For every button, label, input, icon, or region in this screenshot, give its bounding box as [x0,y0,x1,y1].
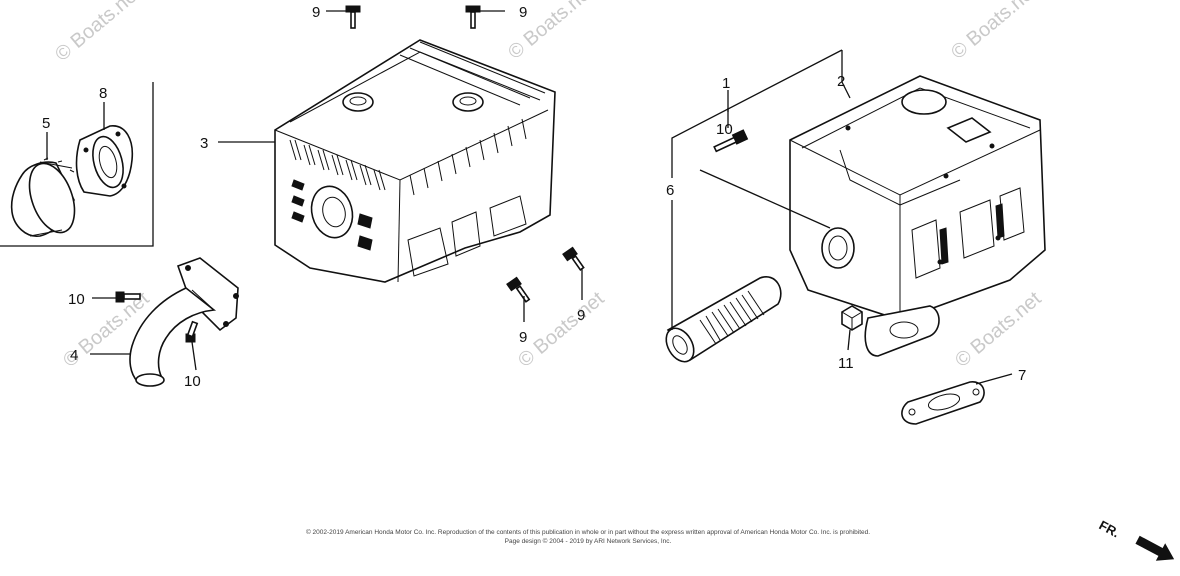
callout-8: 8 [99,85,107,102]
copyright-line-1: © 2002-2019 American Honda Motor Co. Inc… [306,528,870,536]
watermark: © Boats.net [51,0,146,66]
bolt-9-mid-right[interactable] [562,246,585,271]
callout-9-mid-left: 9 [519,329,527,346]
inset-bracket [0,82,154,247]
part-8-flange[interactable] [75,125,134,197]
front-direction-indicator: FR. [1097,517,1175,561]
callout-10-left: 10 [68,291,85,308]
part-3-protector[interactable] [274,39,556,283]
callout-9-top-right: 9 [519,4,527,21]
callout-2: 2 [837,73,845,90]
callout-6: 6 [666,182,674,199]
bolt-10-pipe[interactable] [185,320,199,343]
watermark: © Boats.net [947,0,1042,64]
part-11-nut[interactable] [841,305,863,331]
bolt-9-mid-left[interactable] [506,276,531,303]
bolt-9-top-right[interactable] [465,5,481,29]
callout-10-muffler: 10 [716,121,733,138]
front-arrow-icon [1135,535,1175,561]
callout-5: 5 [42,115,50,132]
callout-7: 7 [1018,367,1026,384]
callout-11: 11 [838,355,854,372]
callout-10-pipe: 10 [184,373,201,390]
copyright-line-2: Page design © 2004 - 2019 by ARI Network… [505,537,672,545]
bolt-10-left[interactable] [115,291,141,303]
bolt-10-muffler[interactable] [713,129,749,153]
callouts: 1 2 3 4 5 6 7 8 9 9 9 9 10 10 10 11 [42,4,1026,390]
bolt-9-top-left[interactable] [345,5,361,29]
watermark: © Boats.net [951,287,1046,371]
callout-4: 4 [70,347,78,364]
callout-3: 3 [200,135,208,152]
callout-9-top-left: 9 [312,4,320,21]
leader-lines [46,10,1013,385]
part-2-muffler[interactable] [789,75,1046,357]
part-7-gasket[interactable] [901,381,985,425]
callout-1: 1 [722,75,730,92]
part-6-screen[interactable] [661,276,782,367]
part-5-cap[interactable] [10,157,83,238]
front-label: FR. [1097,517,1123,540]
callout-9-mid-right: 9 [577,307,585,324]
part-4-pipe[interactable] [129,257,239,387]
